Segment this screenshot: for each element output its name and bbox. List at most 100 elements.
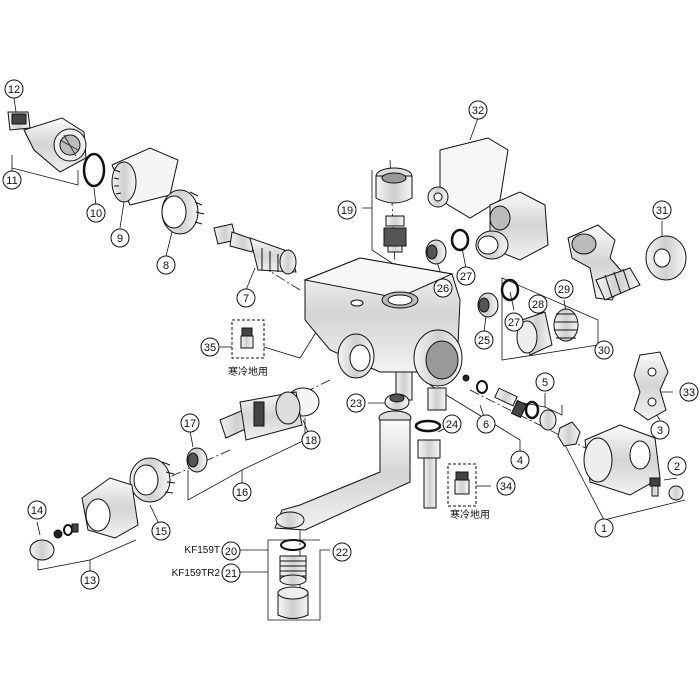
callout-label: 21: [225, 568, 237, 580]
part-14-cap: [29, 539, 55, 561]
part-11-lever-handle: [23, 117, 87, 173]
callout-27b: 27: [504, 312, 524, 332]
callout-label: 20: [225, 546, 237, 558]
callout-24: 24: [442, 414, 462, 434]
part-shower-pipe-segment: [417, 439, 441, 509]
callout-label: 17: [184, 418, 196, 430]
callout-label: 10: [90, 208, 102, 220]
callout-20: 20: [221, 541, 241, 561]
part-27b-washer: [500, 278, 520, 302]
callout-17: 17: [180, 413, 200, 433]
callout-label: 27: [508, 317, 520, 329]
note-cold-region-bottom: 寒冷地用: [450, 508, 490, 521]
callout-26: 26: [433, 278, 453, 298]
callout-8: 8: [156, 255, 176, 275]
callout-circle: [151, 521, 171, 541]
part-29-strainer: [553, 308, 579, 342]
callout-label: 28: [532, 299, 544, 311]
callout-label: 6: [483, 419, 489, 431]
callout-label: 32: [472, 105, 484, 117]
part-23-nut: [384, 393, 410, 411]
callout-circle: [528, 294, 548, 314]
callout-16: 16: [232, 482, 252, 502]
callout-label: 24: [446, 419, 458, 431]
callout-circle: [4, 79, 24, 99]
callout-label: 30: [598, 345, 610, 357]
part-15-threaded-nut: [129, 457, 176, 503]
callout-label: 8: [163, 260, 169, 272]
part-27a-washer: [450, 228, 470, 252]
callout-circle: [301, 430, 321, 450]
callout-label: 26: [437, 283, 449, 295]
part-22-aerator-stack: [277, 539, 309, 619]
part-1-handle: [583, 424, 661, 496]
part-28-cap: [516, 311, 553, 356]
callout-23: 23: [346, 393, 366, 413]
callout-circle: [442, 414, 462, 434]
part-13-temperature-handle: [81, 477, 139, 539]
callout-25: 25: [474, 330, 494, 350]
callout-circle: [667, 456, 687, 476]
part-10-o-ring: [82, 152, 106, 188]
part-33-bracket: [633, 351, 669, 421]
callout-label: 16: [236, 487, 248, 499]
callout-label: 23: [350, 398, 362, 410]
callout-circle: [679, 382, 699, 402]
callout-label: 14: [31, 505, 43, 517]
part-25-nut: [477, 292, 499, 318]
callout-label: 29: [558, 284, 570, 296]
callout-label: 18: [305, 435, 317, 447]
callout-32: 32: [468, 100, 488, 120]
callout-circle: [535, 372, 555, 392]
callout-29: 29: [554, 279, 574, 299]
callout-7: 7: [236, 288, 256, 308]
part-32-guard-cover: [427, 137, 509, 219]
callout-label: 1: [601, 523, 607, 535]
callout-4: 4: [510, 450, 530, 470]
callout-18: 18: [301, 430, 321, 450]
note-cold-region-left: 寒冷地用: [228, 365, 268, 378]
part-6-washer: [462, 374, 488, 394]
part-7-cartridge: [213, 223, 297, 275]
callout-circle: [110, 228, 130, 248]
callout-label: 19: [341, 205, 353, 217]
callout-13: 13: [80, 570, 100, 590]
callout-circle: [504, 312, 524, 332]
part-16-thermo-cartridge: [219, 391, 303, 441]
callout-31: 31: [652, 200, 672, 220]
callout-circle: [86, 203, 106, 223]
callout-label: 22: [336, 547, 348, 559]
part-2-cap: [668, 485, 684, 501]
callout-label: 27: [460, 271, 472, 283]
callout-circle: [650, 420, 670, 440]
callout-label: 33: [683, 387, 695, 399]
part-8-threaded-nut: [161, 189, 205, 235]
note-model-kf159t: KF159T: [184, 545, 220, 556]
callout-circle: [221, 541, 241, 561]
part-24-washer: [414, 419, 442, 433]
callout-12: 12: [4, 79, 24, 99]
callout-circle: [594, 518, 614, 538]
part-17-ring: [186, 447, 208, 473]
callout-circle: [221, 563, 241, 583]
part-30-eccentric-leg: [567, 224, 641, 301]
callout-label: 12: [8, 84, 20, 96]
part-13-screws: [53, 523, 79, 539]
callout-label: 34: [500, 481, 512, 493]
callout-15: 15: [151, 521, 171, 541]
callout-circle: [2, 170, 22, 190]
callout-circle: [468, 100, 488, 120]
callout-34: 34: [496, 476, 516, 496]
callout-label: 11: [6, 175, 17, 187]
callout-circle: [476, 414, 496, 434]
part-12-cap: [7, 111, 31, 131]
part-3-screw: [649, 477, 661, 497]
callout-circle: [27, 500, 47, 520]
callout-label: 7: [243, 293, 249, 305]
part-35-cold-region-valve: [231, 319, 265, 359]
callout-33: 33: [679, 382, 699, 402]
note-model-kf159tr2: KF159TR2: [172, 568, 221, 579]
callout-label: 31: [656, 205, 668, 217]
callout-30: 30: [594, 340, 614, 360]
